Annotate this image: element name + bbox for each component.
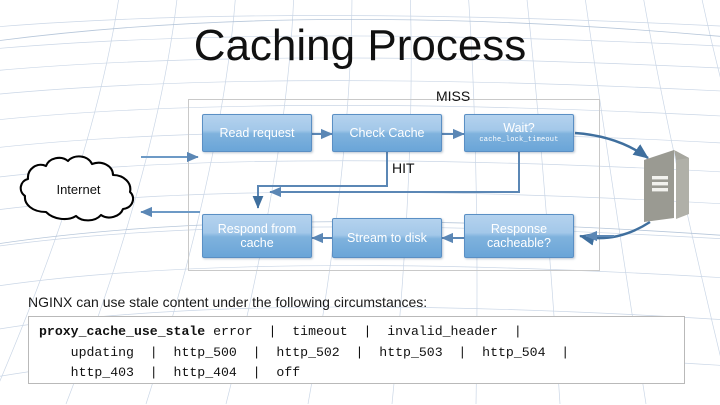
flow-label-hit: HIT	[392, 160, 415, 176]
internet-cloud-label: Internet	[56, 181, 101, 197]
flow-box-respond-from-cache[interactable]: Respond from cache	[202, 214, 312, 258]
flow-label-miss: MISS	[436, 88, 471, 104]
flow-box-label: Check Cache	[349, 126, 425, 140]
code-line-3: http_403 | http_404 | off	[39, 365, 301, 380]
flow-box-label: Response cacheable?	[487, 222, 551, 250]
cloud-icon	[19, 155, 135, 222]
code-block: proxy_cache_use_stale error | timeout | …	[28, 316, 685, 384]
flow-box-label: Wait?	[503, 121, 535, 135]
flow-box-sublabel: cache_lock_timeout	[479, 136, 559, 144]
slide-title: Caching Process	[193, 21, 527, 70]
flow-box-wait[interactable]: Wait? cache_lock_timeout	[464, 114, 574, 152]
flow-box-response-cacheable[interactable]: Response cacheable?	[464, 214, 574, 258]
caption-text: NGINX can use stale content under the fo…	[28, 294, 428, 310]
flow-box-check-cache[interactable]: Check Cache	[332, 114, 442, 152]
flow-box-read-request[interactable]: Read request	[202, 114, 312, 152]
code-line-1: error | timeout | invalid_header |	[205, 324, 522, 339]
internet-cloud: Internet	[16, 155, 141, 223]
upstream-server	[640, 148, 692, 224]
code-line-2: updating | http_500 | http_502 | http_50…	[39, 344, 570, 360]
flow-box-stream-to-disk[interactable]: Stream to disk	[332, 218, 442, 258]
server-icon	[644, 150, 689, 222]
code-directive: proxy_cache_use_stale	[39, 324, 206, 339]
flow-box-label: Respond from cache	[217, 222, 297, 250]
flow-box-label: Read request	[219, 126, 295, 140]
diagram-container	[188, 99, 600, 271]
flow-box-label: Stream to disk	[347, 231, 427, 245]
